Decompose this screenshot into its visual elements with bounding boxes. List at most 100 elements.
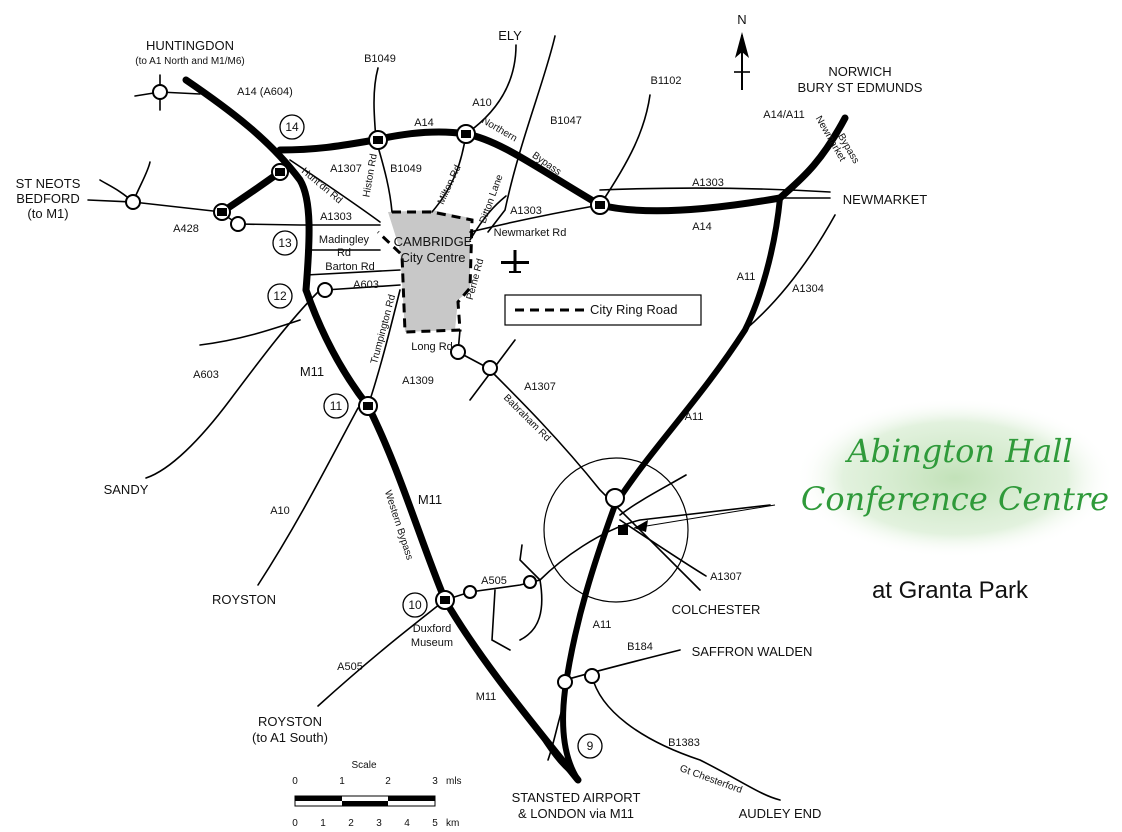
road-a10-bottom: A10 bbox=[270, 505, 290, 517]
legend: City Ring Road bbox=[504, 294, 702, 326]
label-norwich: NORWICH bbox=[828, 64, 891, 79]
road-babraham-rd: Babraham Rd bbox=[501, 393, 552, 444]
label-royston-2-sub: (to A1 South) bbox=[252, 730, 328, 745]
brand-line-2: Conference Centre bbox=[801, 480, 1109, 518]
label-city-centre: City Centre bbox=[400, 250, 465, 265]
label-royston-2: ROYSTON bbox=[258, 714, 322, 729]
abington-pointer-arrowhead bbox=[634, 520, 648, 532]
road-a11-mid: A11 bbox=[685, 411, 704, 423]
road-a505-mid: A505 bbox=[481, 575, 507, 587]
label-stansted: STANSTED AIRPORT bbox=[512, 790, 641, 805]
junction-14: 14 bbox=[285, 120, 299, 134]
scale-km-2: 2 bbox=[348, 818, 354, 829]
road-newmarket-rd: Newmarket Rd bbox=[494, 227, 567, 239]
label-saffron-walden: SAFFRON WALDEN bbox=[692, 644, 813, 659]
road-histon-rd: Histon Rd bbox=[361, 153, 379, 198]
north-arrow: N bbox=[734, 12, 750, 90]
abington-pointer bbox=[633, 504, 776, 529]
scale-bar: Scale 0 1 2 3 mls 0 1 2 3 4 5 km bbox=[292, 760, 461, 829]
road-gt-chesterford: Gt Chesterford bbox=[678, 763, 743, 796]
major-roads bbox=[182, 76, 849, 784]
road-a1304: A1304 bbox=[792, 283, 824, 295]
scale-mile-3: 3 bbox=[432, 776, 438, 787]
airport-icon bbox=[501, 250, 529, 273]
road-b1102: B1102 bbox=[651, 75, 682, 87]
scale-km-1: 1 bbox=[320, 818, 326, 829]
label-royston-1: ROYSTON bbox=[212, 592, 276, 607]
scale-km-0: 0 bbox=[292, 818, 298, 829]
label-huntingdon-sub: (to A1 North and M1/M6) bbox=[135, 56, 245, 67]
road-a505-left: A505 bbox=[337, 661, 363, 673]
scale-mile-2: 2 bbox=[385, 776, 391, 787]
label-duxford-sub: Museum bbox=[411, 637, 453, 649]
scale-miles-unit: mls bbox=[446, 776, 462, 787]
road-a14-a11: A14/A11 bbox=[763, 109, 804, 121]
minor-roads bbox=[87, 35, 836, 801]
label-audley-end: AUDLEY END bbox=[739, 806, 822, 821]
road-a14-mid: A14 bbox=[414, 117, 434, 129]
label-sandy: SANDY bbox=[104, 482, 149, 497]
city-centre-area bbox=[388, 210, 470, 332]
scale-km-5: 5 bbox=[432, 818, 438, 829]
road-b1049-mid: B1049 bbox=[390, 163, 422, 175]
road-a1303-mid: A1303 bbox=[510, 205, 542, 217]
road-a603-mid: A603 bbox=[353, 279, 379, 291]
junction-12: 12 bbox=[273, 289, 287, 303]
road-madingley-rd-2: Rd bbox=[337, 247, 351, 259]
road-a11-upper: A11 bbox=[737, 271, 756, 283]
junction-13: 13 bbox=[278, 236, 292, 250]
road-a14-right: A14 bbox=[692, 221, 712, 233]
label-cambridge: CAMBRIDGE bbox=[394, 234, 473, 249]
road-barton-rd: Barton Rd bbox=[325, 261, 375, 273]
road-b184: B184 bbox=[627, 641, 653, 653]
road-a10-top: A10 bbox=[472, 97, 492, 109]
road-b1047: B1047 bbox=[550, 115, 582, 127]
road-a1303-right: A1303 bbox=[692, 177, 724, 189]
label-huntingdon: HUNTINGDON bbox=[146, 38, 234, 53]
place-labels: HUNTINGDON (to A1 North and M1/M6) ELY N… bbox=[16, 28, 928, 821]
abington-locator-ring bbox=[543, 457, 689, 603]
scale-mile-1: 1 bbox=[339, 776, 345, 787]
city-ring-road bbox=[376, 210, 474, 334]
brand: Abington Hall Conference Centre at Grant… bbox=[801, 432, 1109, 604]
label-ely: ELY bbox=[498, 28, 522, 43]
interchange-bars bbox=[217, 130, 605, 604]
road-b1049-top: B1049 bbox=[364, 53, 396, 65]
label-st-neots: ST NEOTS bbox=[16, 176, 81, 191]
junction-11: 11 bbox=[330, 399, 343, 413]
label-stansted-sub: & LONDON via M11 bbox=[518, 806, 634, 821]
road-a1307-bottom: A1307 bbox=[710, 571, 742, 583]
road-a1307-mid: A1307 bbox=[524, 381, 556, 393]
road-a14-a604: A14 (A604) bbox=[237, 86, 293, 98]
road-a603-left: A603 bbox=[193, 369, 219, 381]
road-a428: A428 bbox=[173, 223, 199, 235]
label-colchester: COLCHESTER bbox=[672, 602, 761, 617]
road-madingley-rd-1: Madingley bbox=[319, 234, 370, 246]
brand-line-1: Abington Hall bbox=[844, 432, 1072, 470]
label-bury: BURY ST EDMUNDS bbox=[798, 80, 923, 95]
road-m11-a: M11 bbox=[300, 364, 324, 379]
brand-glow bbox=[795, 398, 1115, 558]
road-a11-lower: A11 bbox=[593, 619, 612, 631]
label-newmarket: NEWMARKET bbox=[843, 192, 928, 207]
north-label: N bbox=[737, 12, 746, 27]
scale-km-unit: km bbox=[446, 818, 459, 829]
scale-title: Scale bbox=[351, 760, 376, 771]
road-long-rd: Long Rd bbox=[411, 341, 453, 353]
label-to-m1: (to M1) bbox=[27, 206, 68, 221]
label-duxford: Duxford bbox=[413, 623, 452, 635]
legend-ring-road-label: City Ring Road bbox=[590, 302, 677, 317]
label-bedford: BEDFORD bbox=[16, 191, 80, 206]
junction-markers: 14 13 12 11 10 9 bbox=[267, 114, 603, 759]
road-a1309: A1309 bbox=[402, 375, 434, 387]
road-b1383: B1383 bbox=[668, 737, 700, 749]
road-a1303-left: A1303 bbox=[320, 211, 352, 223]
abington-hall-marker bbox=[618, 525, 628, 535]
road-a1307-top: A1307 bbox=[330, 163, 362, 175]
road-m11-c: M11 bbox=[476, 691, 497, 703]
scale-km-4: 4 bbox=[404, 818, 410, 829]
scale-mile-0: 0 bbox=[292, 776, 298, 787]
junction-9: 9 bbox=[587, 739, 594, 753]
road-m11-b: M11 bbox=[418, 492, 442, 507]
